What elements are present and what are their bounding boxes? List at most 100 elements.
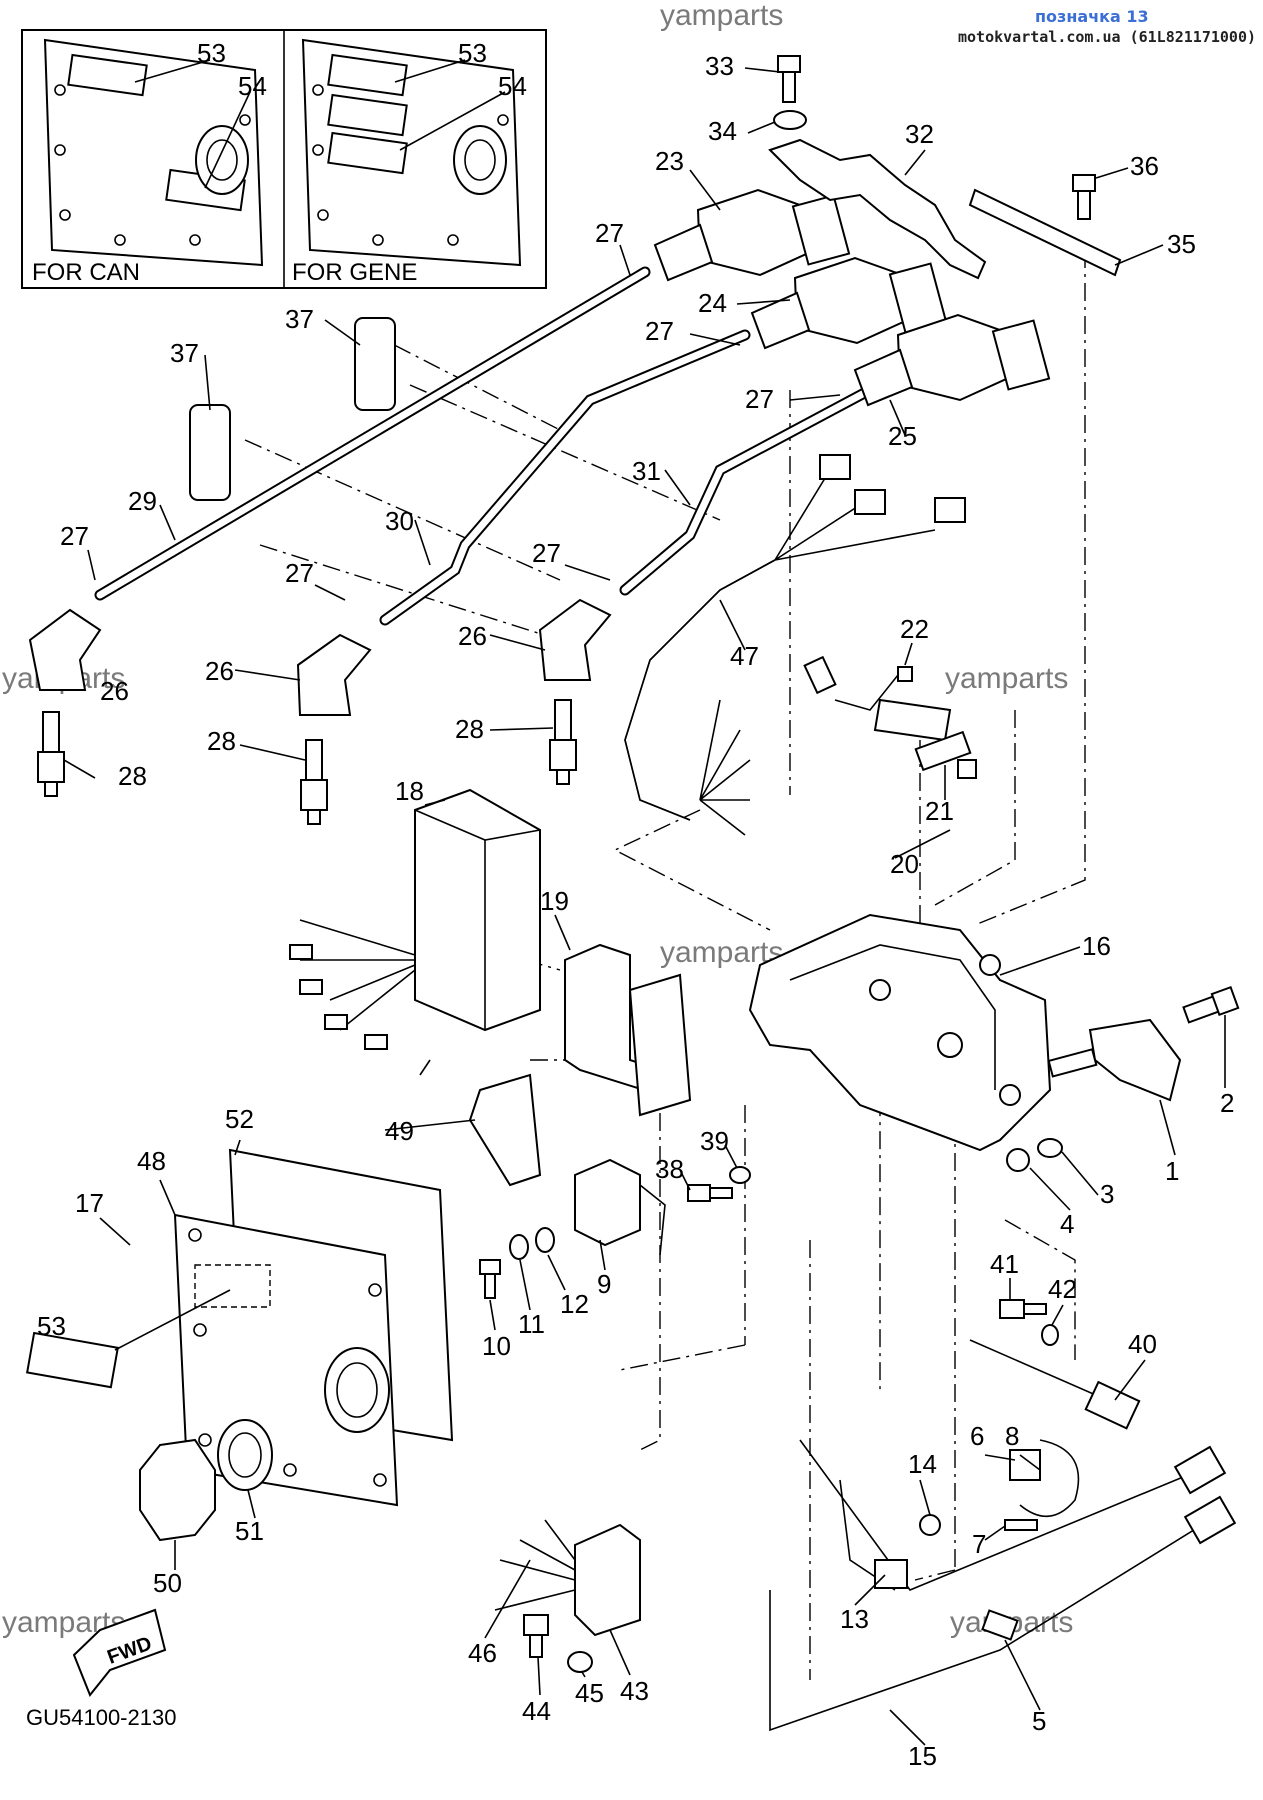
- callout-27: 27: [595, 218, 624, 248]
- label-53: [26, 1331, 119, 1389]
- callout-40: 40: [1128, 1329, 1157, 1359]
- clip-5: [981, 1609, 1019, 1641]
- callout-31: 31: [632, 456, 661, 486]
- callout-28: 28: [207, 726, 236, 756]
- plug-cap-26: [296, 633, 372, 716]
- washer-34: [773, 110, 807, 130]
- spark-plug-28: [37, 711, 65, 797]
- seal-51-inner: [228, 1432, 262, 1478]
- band-8: [1019, 1439, 1080, 1518]
- callout-10: 10: [482, 1331, 511, 1361]
- callout-50: 50: [153, 1568, 182, 1598]
- callout-3: 3: [1100, 1179, 1114, 1209]
- cover-49: [468, 1073, 542, 1187]
- clamp-37: [354, 317, 396, 411]
- callout-54: 54: [238, 71, 267, 101]
- cover-port: [324, 1347, 390, 1433]
- washer-12: [535, 1227, 555, 1253]
- callout-17: 17: [75, 1188, 104, 1218]
- rectifier-regulator-9: [574, 1158, 666, 1256]
- bolt-38: [687, 1184, 733, 1202]
- clamp-37: [189, 404, 231, 501]
- callout-26: 26: [205, 656, 234, 686]
- callout-38: 38: [655, 1154, 684, 1184]
- coil-bracket: [768, 138, 987, 280]
- callout-11: 11: [518, 1309, 545, 1339]
- watermark: yamparts: [660, 0, 783, 32]
- callout-42: 42: [1048, 1274, 1077, 1304]
- callout-41: 41: [990, 1249, 1019, 1279]
- callout-54: 54: [498, 71, 527, 101]
- ignition-cables: [94, 266, 876, 626]
- callout-33: 33: [705, 51, 734, 81]
- callout-2: 2: [1220, 1088, 1234, 1118]
- ignition-coil-25: [853, 313, 1051, 407]
- callout-14: 14: [908, 1449, 937, 1479]
- washer-11: [509, 1234, 529, 1260]
- watermark: yamparts: [945, 662, 1068, 695]
- inset-caption-gene: FOR GENE: [292, 259, 417, 286]
- washer-42: [1041, 1324, 1059, 1346]
- callout-27: 27: [60, 521, 89, 551]
- ignition-coil-23: [653, 188, 851, 282]
- callout-37: 37: [285, 304, 314, 334]
- callout-26: 26: [458, 621, 487, 651]
- callout-15: 15: [908, 1741, 937, 1771]
- callout-28: 28: [118, 761, 147, 791]
- callout-35: 35: [1167, 229, 1196, 259]
- wire-harness-47: [624, 454, 966, 836]
- callout-21: 21: [925, 796, 954, 826]
- bolt-2: [1182, 985, 1240, 1024]
- cable-13: [839, 1479, 908, 1591]
- nut-4: [1006, 1148, 1030, 1172]
- callout-30: 30: [385, 506, 414, 536]
- callout-7: 7: [972, 1529, 986, 1559]
- callout-44: 44: [522, 1696, 551, 1726]
- switch-43: [574, 1523, 641, 1637]
- spark-plug-28: [300, 739, 328, 825]
- bracket-35: [968, 188, 1122, 277]
- washer-3: [1037, 1138, 1063, 1158]
- diagram-code: GU54100-2130: [26, 1705, 176, 1730]
- plug-cap-26: [538, 598, 612, 681]
- washer-45: [567, 1651, 593, 1673]
- callout-18: 18: [395, 776, 424, 806]
- callout-8: 8: [1005, 1421, 1019, 1451]
- leader-line: [114, 1289, 231, 1351]
- cap-50: [139, 1438, 216, 1542]
- callout-46: 46: [468, 1638, 497, 1668]
- inset-caption-can: FOR CAN: [32, 259, 140, 286]
- callout-48: 48: [137, 1146, 166, 1176]
- callout-53: 53: [458, 38, 487, 68]
- callout-27: 27: [745, 384, 774, 414]
- callout-1: 1: [1165, 1156, 1179, 1186]
- dashed-label-area: [194, 1264, 271, 1308]
- callout-53: 53: [37, 1311, 66, 1341]
- callout-numbers: 1 2 3 4 5 6 7 8 9 10 11 12 13 14 15 16 1…: [37, 51, 1234, 1771]
- bolt-41: [999, 1299, 1047, 1319]
- callout-34: 34: [708, 116, 737, 146]
- callout-26: 26: [100, 676, 129, 706]
- cover-48-details: [188, 1228, 387, 1487]
- switch-assembly-20: [803, 655, 977, 779]
- callout-32: 32: [905, 119, 934, 149]
- bolt-44: [523, 1614, 549, 1658]
- callout-9: 9: [597, 1269, 611, 1299]
- callout-4: 4: [1060, 1209, 1074, 1239]
- bolt-10: [479, 1259, 501, 1299]
- callout-6: 6: [970, 1421, 984, 1451]
- callout-5: 5: [1032, 1706, 1046, 1736]
- callout-29: 29: [128, 486, 157, 516]
- plug-7: [1004, 1519, 1038, 1531]
- callout-52: 52: [225, 1104, 254, 1134]
- callout-23: 23: [655, 146, 684, 176]
- callout-13: 13: [840, 1604, 869, 1634]
- grommet-14: [919, 1514, 941, 1536]
- battery-cable-40: [969, 1339, 1141, 1430]
- callout-37: 37: [170, 338, 199, 368]
- callout-39: 39: [700, 1126, 729, 1156]
- callout-27: 27: [532, 538, 561, 568]
- cable-15: [769, 1439, 1237, 1732]
- callout-24: 24: [698, 288, 727, 318]
- callout-45: 45: [575, 1678, 604, 1708]
